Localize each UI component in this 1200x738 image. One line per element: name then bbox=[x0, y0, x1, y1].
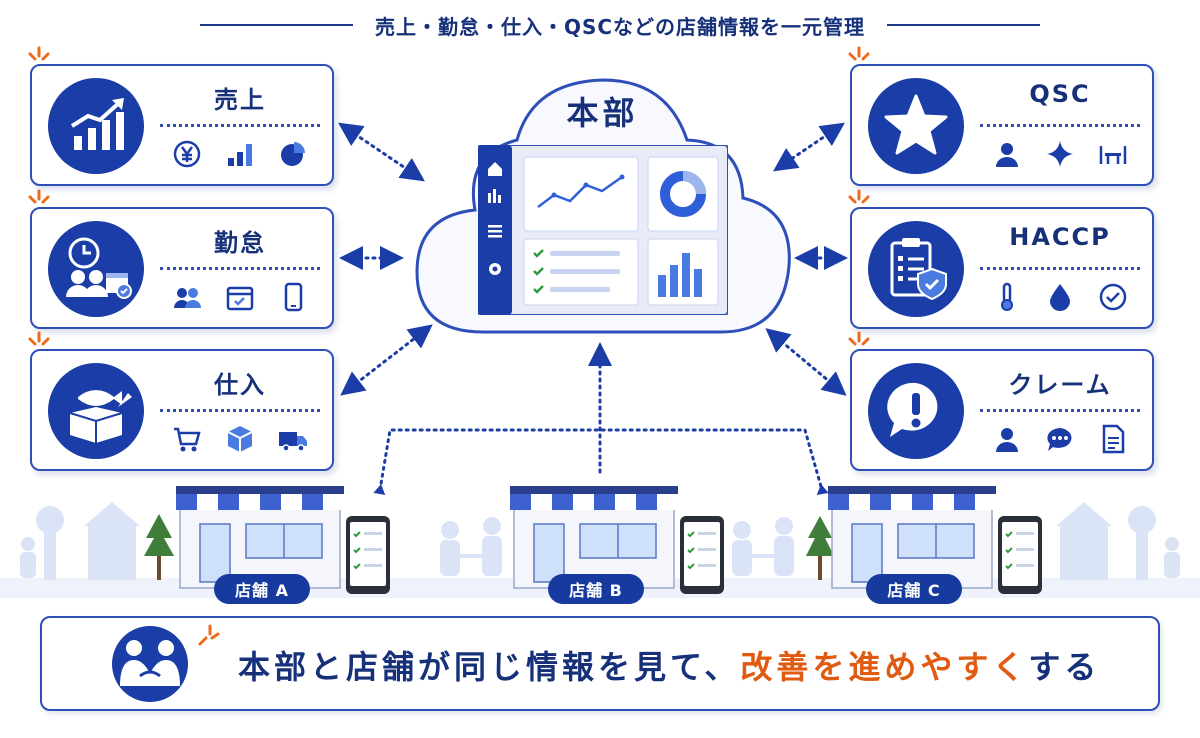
card-label: QSC bbox=[1029, 80, 1091, 108]
message-part2: する bbox=[1028, 648, 1101, 686]
card-label: HACCP bbox=[1009, 223, 1111, 251]
dotted-divider bbox=[980, 124, 1140, 127]
tree-left bbox=[144, 514, 174, 580]
yen-coin-icon bbox=[173, 140, 200, 168]
thermometer-icon bbox=[1000, 282, 1013, 311]
store-a-label[interactable]: 店舗 A bbox=[214, 574, 310, 604]
message-highlight: 改善を進めやすく bbox=[740, 648, 1029, 686]
card-purchasing[interactable]: 仕入 bbox=[28, 331, 334, 471]
dotted-divider bbox=[980, 409, 1140, 412]
package-icon bbox=[227, 426, 253, 452]
header: 売上・勤怠・仕入・QSCなどの店舗情報を一元管理 bbox=[200, 10, 1040, 40]
dotted-divider bbox=[980, 267, 1140, 270]
spark-icon bbox=[28, 46, 50, 61]
dotted-divider bbox=[160, 124, 320, 127]
spark-icon bbox=[848, 331, 870, 346]
store-a-building bbox=[176, 486, 344, 589]
clipboard-shield-icon bbox=[868, 221, 964, 317]
spark-icon bbox=[28, 331, 50, 346]
chat-bubble-icon bbox=[1047, 428, 1072, 451]
spark-icon bbox=[848, 46, 870, 61]
card-label: 売上 bbox=[214, 86, 266, 114]
dining-table-icon bbox=[1100, 146, 1127, 164]
person-icon bbox=[995, 428, 1018, 452]
card-haccp[interactable]: HACCP bbox=[848, 189, 1154, 329]
page-title: 売上・勤怠・仕入・QSCなどの店舗情報を一元管理 bbox=[374, 14, 866, 39]
card-label: 勤怠 bbox=[214, 229, 266, 257]
document-icon bbox=[1103, 424, 1125, 454]
exclamation-bubble-icon bbox=[868, 363, 964, 459]
spark-icon bbox=[848, 189, 870, 204]
phone-a bbox=[346, 516, 390, 594]
ingredients-box-icon bbox=[48, 363, 144, 459]
message-part1: 本部と店舗が同じ情報を見て、 bbox=[238, 648, 741, 686]
attendance-clock-icon bbox=[48, 221, 144, 317]
card-qsc[interactable]: QSC bbox=[848, 46, 1154, 186]
card-label: 仕入 bbox=[214, 371, 266, 399]
smartphone-icon bbox=[285, 282, 303, 312]
phone-b bbox=[680, 516, 724, 594]
sales-growth-icon bbox=[48, 78, 144, 174]
check-circle-icon bbox=[1100, 283, 1127, 311]
summary-banner: 本部と店舗が同じ情報を見て、改善を進めやすくする bbox=[40, 616, 1160, 711]
card-sales[interactable]: 売上 bbox=[28, 46, 334, 186]
dotted-divider bbox=[160, 409, 320, 412]
star-icon bbox=[868, 78, 964, 174]
storefront-scene bbox=[0, 486, 1200, 598]
tree-right bbox=[806, 516, 834, 580]
handshake-icon bbox=[112, 626, 188, 702]
cart-icon bbox=[173, 427, 201, 452]
title-line-left bbox=[200, 24, 353, 26]
store-c-building bbox=[828, 486, 996, 589]
staff-icon bbox=[173, 288, 201, 308]
store-b-label[interactable]: 店舗 B bbox=[548, 574, 644, 604]
spark-icon bbox=[198, 624, 220, 646]
person-icon bbox=[995, 143, 1018, 167]
truck-icon bbox=[279, 432, 308, 452]
card-label: クレーム bbox=[1008, 371, 1112, 399]
summary-message: 本部と店舗が同じ情報を見て、改善を進めやすくする bbox=[238, 642, 1100, 688]
card-complaints[interactable]: クレーム bbox=[848, 331, 1154, 471]
water-drop-icon bbox=[1049, 284, 1070, 311]
sparkle-icon bbox=[1046, 141, 1073, 167]
bar-chart-icon bbox=[227, 144, 252, 166]
store-c-label[interactable]: 店舗 C bbox=[866, 574, 962, 604]
dotted-divider bbox=[160, 267, 320, 270]
calendar-icon bbox=[226, 286, 254, 311]
phone-c bbox=[998, 516, 1042, 594]
card-attendance[interactable]: 勤怠 bbox=[28, 189, 334, 329]
title-line-right bbox=[887, 24, 1040, 26]
hq-title: 本部 bbox=[566, 94, 639, 132]
pie-chart-icon bbox=[281, 142, 306, 166]
store-b-building bbox=[510, 486, 678, 589]
spark-icon bbox=[28, 189, 50, 204]
dashboard-screen bbox=[478, 145, 728, 315]
